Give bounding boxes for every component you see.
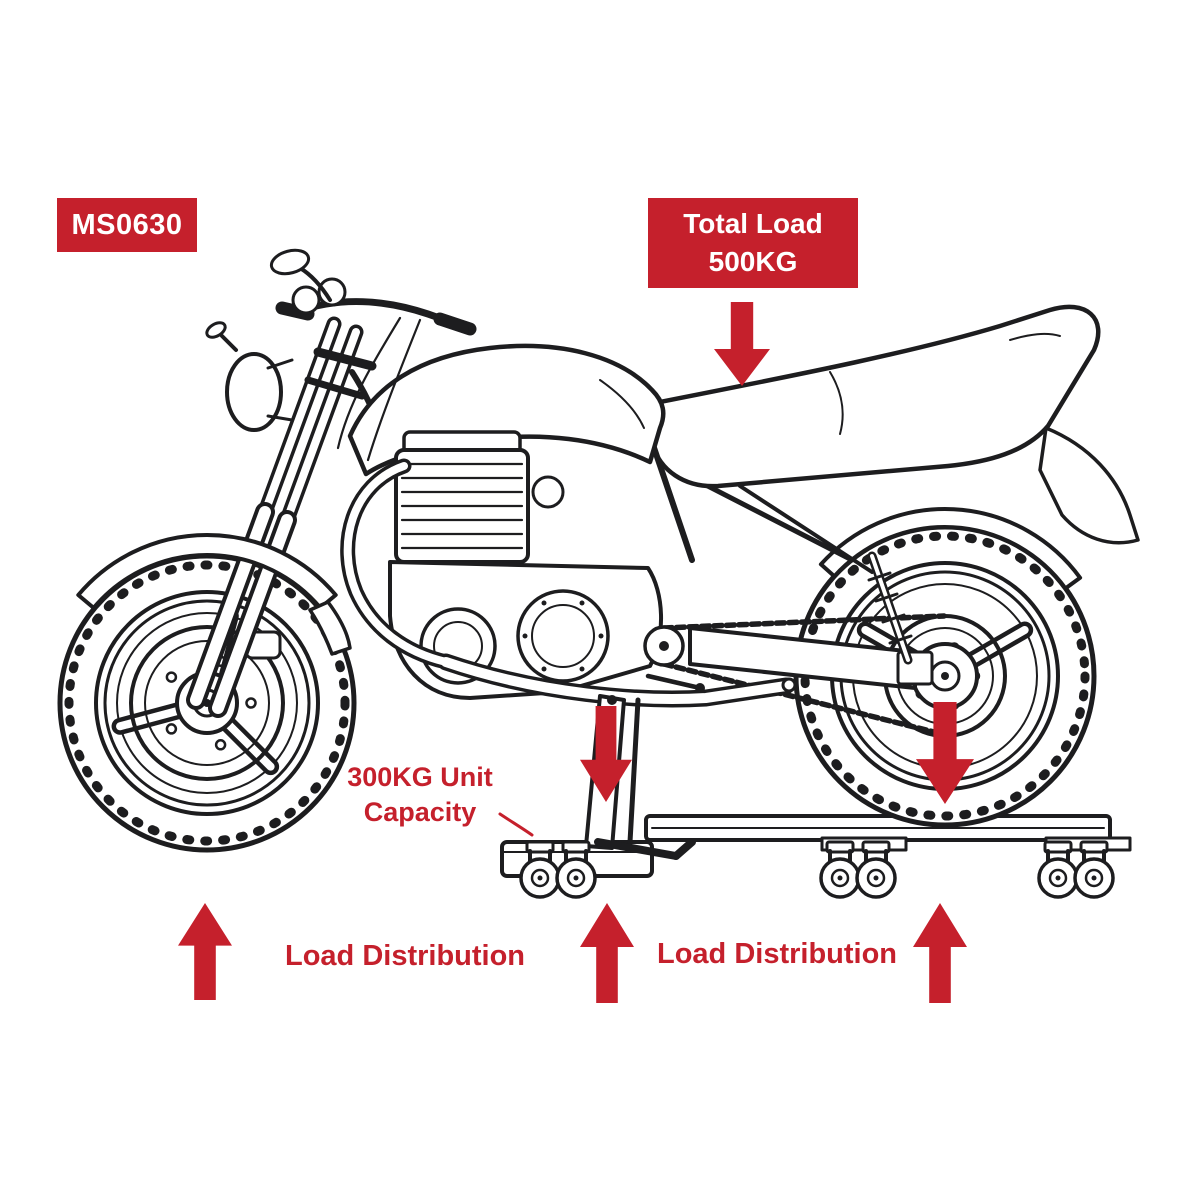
brake-disc	[129, 625, 285, 781]
mirror	[269, 248, 311, 276]
pointer-line	[498, 812, 534, 837]
model-code-badge: MS0630	[57, 198, 197, 252]
front-fender	[76, 532, 352, 656]
front-wheel	[57, 553, 357, 853]
rear-mudflap	[1038, 426, 1140, 545]
load-distribution-label-left: Load Distribution	[284, 940, 526, 972]
subframe	[697, 479, 913, 665]
load-distribution-label-right: Load Distribution	[656, 938, 898, 970]
model-code-text: MS0630	[71, 208, 183, 241]
total-load-label: Total Load 500KG	[648, 198, 858, 288]
caster-wheel	[555, 840, 597, 899]
total-load-line2: 500KG	[708, 246, 798, 277]
gauge-left	[291, 285, 321, 315]
seat-tail	[647, 304, 1101, 489]
caster-wheel	[519, 840, 561, 899]
swingarm	[688, 626, 934, 690]
turn-signal	[205, 321, 227, 339]
caster-wheel	[819, 840, 861, 899]
total-load-line1: Total Load	[683, 208, 823, 239]
unit-capacity-label: 300KG Unit Capacity	[330, 760, 510, 830]
headlight	[205, 321, 294, 432]
handlebar	[269, 248, 477, 336]
caster-wheel	[1037, 840, 1079, 899]
unit-capacity-line1: 300KG Unit	[347, 762, 493, 792]
unit-capacity-line2: Capacity	[363, 797, 477, 827]
exhaust-pipe	[340, 458, 797, 708]
gauge-right	[317, 277, 347, 307]
rear-fender	[818, 507, 1083, 591]
caster-wheel	[1073, 840, 1115, 899]
caster-wheel	[855, 840, 897, 899]
